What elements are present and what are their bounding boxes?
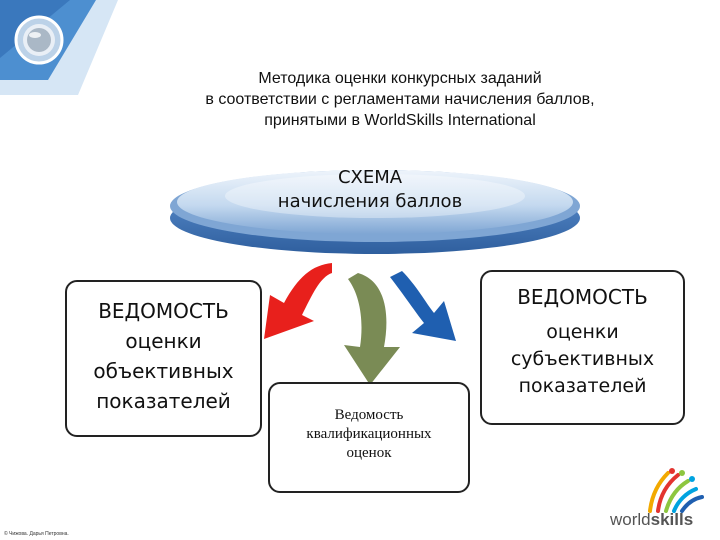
box-objective-heading: ВЕДОМОСТЬ (98, 299, 229, 323)
box-objective-line-2: оценки (125, 329, 202, 353)
logo-word-light: world (610, 510, 651, 529)
box-subjective-heading: ВЕДОМОСТЬ (517, 285, 648, 309)
box-objective-line-3: объективных (93, 359, 234, 383)
scheme-title: СХЕМА (337, 167, 403, 188)
copyright-text: © Чижова. Дарья Петровна. (4, 531, 69, 537)
worldskills-logo-text: worldskills (610, 510, 693, 530)
worldskills-logo-icon (648, 468, 704, 513)
box-qualification-line-2: квалификационных (306, 426, 432, 442)
corner-decoration (0, 0, 118, 95)
box-objective-line-4: показателей (96, 389, 231, 413)
arrows (264, 263, 456, 385)
scheme-label: СХЕМА начисления баллов (230, 166, 510, 214)
title-line-2: в соответствии с регламентами начисления… (205, 91, 595, 108)
box-qualification-scores: Ведомость квалификационных оценок (268, 382, 470, 493)
box-subjective-indicators: ВЕДОМОСТЬ оценки субъективных показателе… (480, 270, 685, 425)
page-title: Методика оценки конкурсных заданий в соо… (120, 68, 680, 131)
box-subjective-line-2: оценки (546, 321, 619, 343)
logo-word-bold: skills (650, 510, 694, 529)
box-subjective-line-3: субъективных (510, 348, 655, 370)
scheme-disc (170, 170, 580, 254)
arrow-center-icon (344, 273, 400, 385)
arrow-right-icon (390, 271, 456, 341)
box-qualification-line-3: оценок (346, 445, 392, 461)
scheme-subtitle: начисления баллов (277, 191, 463, 212)
box-subjective-line-4: показателей (518, 375, 647, 397)
title-line-3: принятыми в WorldSkills International (264, 112, 536, 129)
box-objective-indicators: ВЕДОМОСТЬ оценки объективных показателей (65, 280, 262, 437)
title-line-1: Методика оценки конкурсных заданий (258, 70, 542, 87)
arrow-left-icon (264, 263, 332, 339)
box-qualification-line-1: Ведомость (334, 407, 404, 423)
